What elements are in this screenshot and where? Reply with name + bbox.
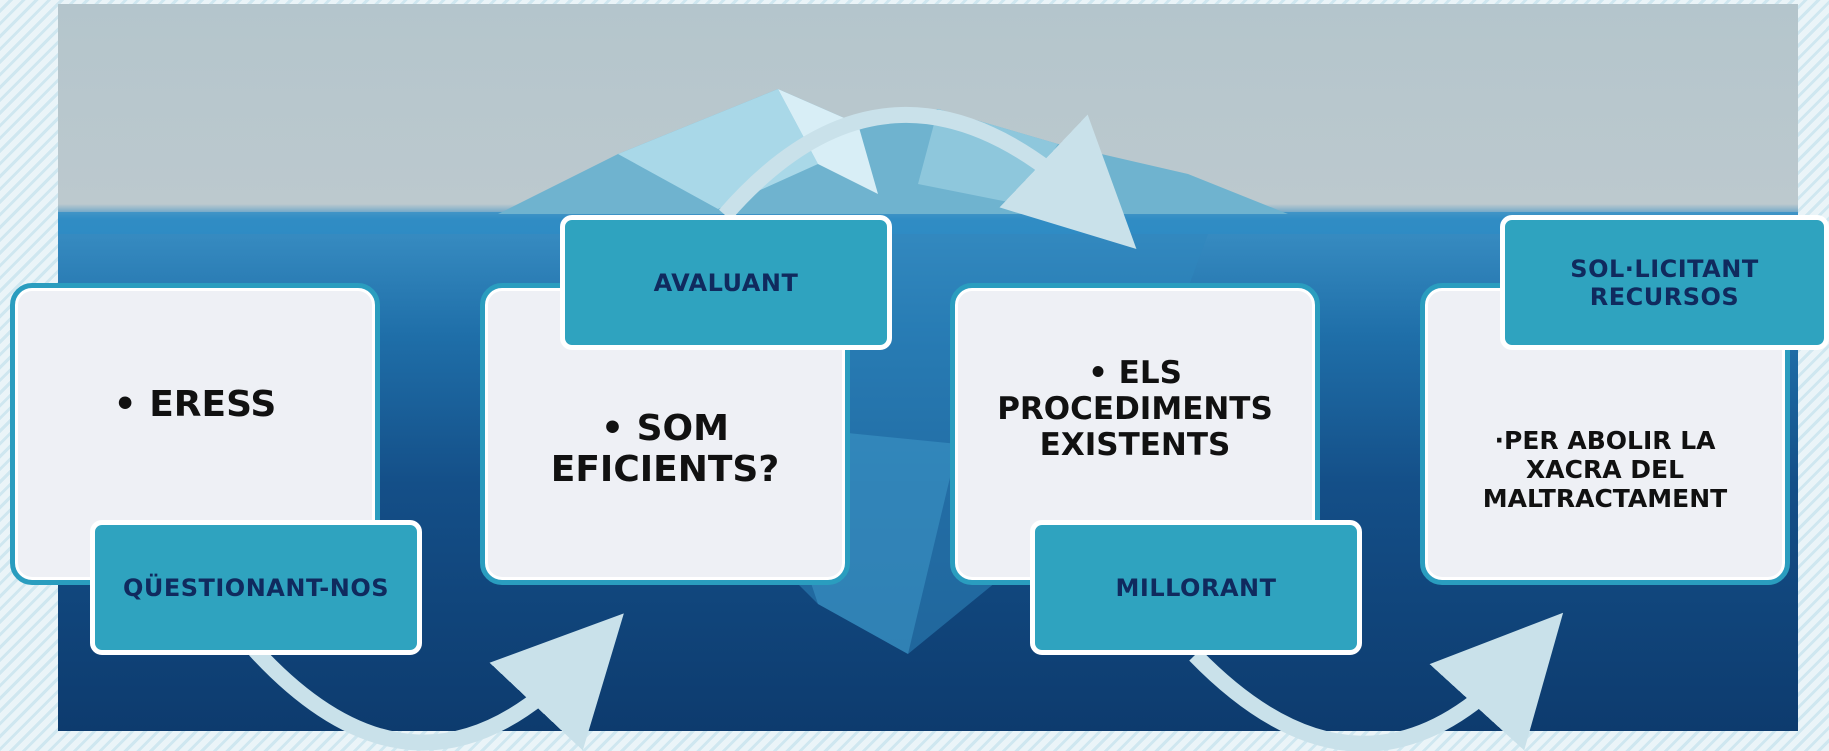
tag-questionant-nos: QÜESTIONANT-NOS (90, 520, 422, 655)
arrow-curve-2 (718, 107, 1137, 250)
box-text: • ERESS (113, 383, 277, 425)
box-text: • ELS PROCEDIMENTS EXISTENTS (997, 355, 1273, 463)
box-text: • SOM EFICIENTS? (550, 408, 780, 490)
arrow-curve-1 (249, 613, 624, 751)
box-text: ·PER ABOLIR LA XACRA DEL MALTRACTAMENT (1482, 425, 1728, 513)
tag-sol-licitant-recursos: SOL·LICITANT RECURSOS (1500, 215, 1829, 350)
tag-text: AVALUANT (653, 268, 799, 297)
tag-millorant: MILLORANT (1030, 520, 1362, 655)
tag-text: MILLORANT (1115, 573, 1277, 602)
tag-text: QÜESTIONANT-NOS (122, 573, 390, 602)
tag-avaluant: AVALUANT (560, 215, 892, 350)
arrow-curve-3 (1189, 612, 1564, 751)
tag-text: SOL·LICITANT RECURSOS (1570, 254, 1759, 311)
